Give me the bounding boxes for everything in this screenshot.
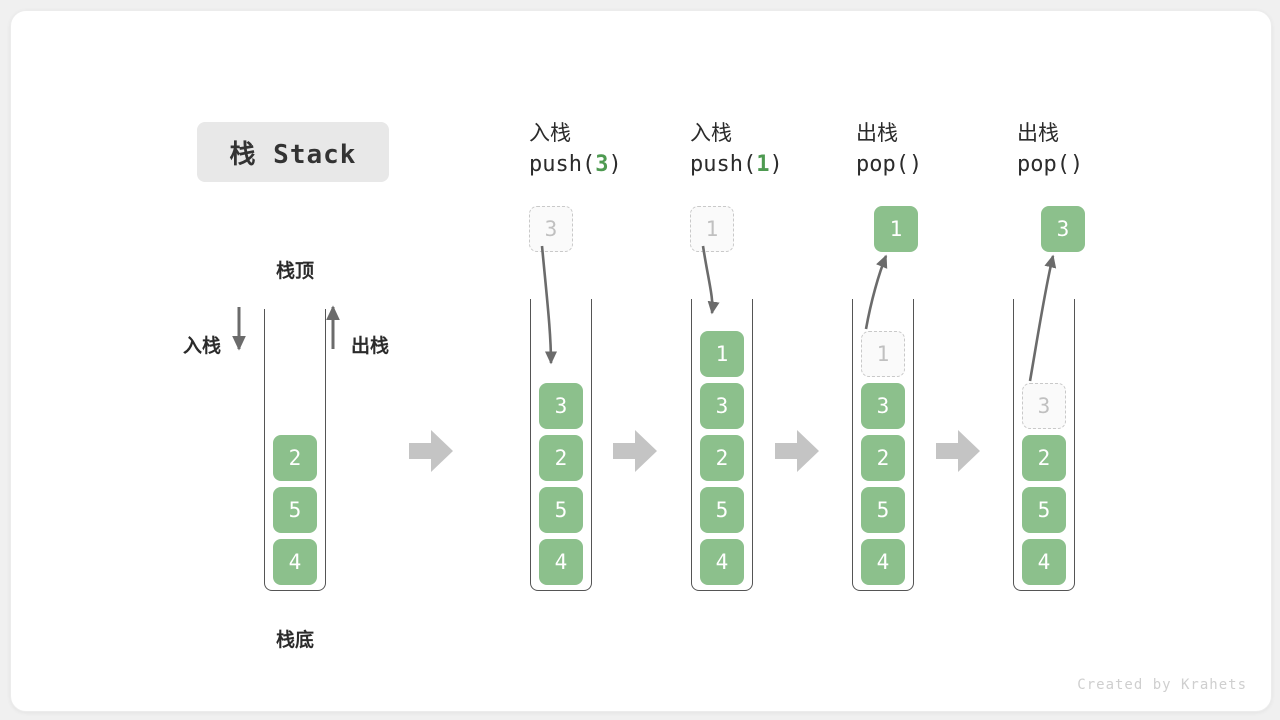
stack-cell: 2 [861, 435, 905, 481]
code-suffix: ) [769, 152, 783, 177]
stack-cell: 2 [273, 435, 317, 481]
flow-arrow [409, 430, 453, 472]
stack-cell: 3 [1022, 383, 1066, 429]
stack-cell: 4 [273, 539, 317, 585]
stack-container-pop-1 [852, 299, 914, 591]
code-suffix: ) [908, 152, 923, 177]
floating-value-push-1: 1 [690, 206, 734, 252]
column-header-pop-3: 出栈 pop() [1017, 118, 1207, 182]
stack-container-push-1 [691, 299, 753, 591]
code-arg: 1 [756, 152, 770, 177]
reference-stack-container [264, 309, 326, 591]
popped-value-1: 1 [874, 206, 918, 252]
stack-cell: 3 [861, 383, 905, 429]
column-header-cn: 入栈 [529, 121, 571, 145]
stack-cells-pop-1: 1 3 2 5 4 [861, 331, 905, 585]
footer-credit: Created by Krahets [1077, 677, 1247, 693]
popped-value-3: 3 [1041, 206, 1085, 252]
stack-cell: 4 [861, 539, 905, 585]
code-prefix: pop( [1017, 152, 1070, 177]
diagram-title-badge: 栈 Stack [197, 122, 389, 182]
column-header-push-1: 入栈 push(1) [690, 118, 880, 182]
code-prefix: push( [529, 152, 596, 177]
stack-cell: 5 [539, 487, 583, 533]
column-header-cn: 出栈 [1017, 121, 1059, 145]
stack-cell: 5 [1022, 487, 1066, 533]
stack-cell: 1 [700, 331, 744, 377]
code-prefix: push( [690, 152, 757, 177]
stack-cell: 5 [700, 487, 744, 533]
column-header-pop-1: 出栈 pop() [856, 118, 1046, 182]
column-header-code: push(3) [529, 148, 719, 182]
stack-cell: 5 [861, 487, 905, 533]
code-suffix: ) [1069, 152, 1084, 177]
arrows-overlay [232, 245, 1057, 472]
stack-cell: 3 [539, 383, 583, 429]
reference-stack-cells: 2 5 4 [273, 435, 317, 585]
page-title: 栈 Stack [229, 139, 357, 170]
stack-cell: 4 [539, 539, 583, 585]
column-header-code: push(1) [690, 148, 880, 182]
stack-cell: 2 [539, 435, 583, 481]
push-direction-label: 入栈 [183, 335, 222, 357]
column-header-cn: 出栈 [856, 121, 898, 145]
stack-top-label: 栈顶 [275, 260, 314, 282]
flow-arrow [936, 430, 980, 472]
stack-cell: 2 [700, 435, 744, 481]
stack-cell: 2 [1022, 435, 1066, 481]
stack-cell: 4 [700, 539, 744, 585]
stack-cells-push-1: 1 3 2 5 4 [700, 331, 744, 585]
stack-bottom-label: 栈底 [275, 629, 314, 651]
code-arg: 3 [595, 152, 609, 177]
column-header-push-3: 入栈 push(3) [529, 118, 719, 182]
pop-direction-label: 出栈 [351, 335, 390, 357]
stack-cell: 3 [700, 383, 744, 429]
stack-cell: 5 [273, 487, 317, 533]
column-header-code: pop() [1017, 148, 1207, 182]
column-header-code: pop() [856, 148, 1046, 182]
stack-cells-push-3: 3 2 5 4 [539, 383, 583, 585]
code-prefix: pop( [856, 152, 909, 177]
column-header-cn: 入栈 [690, 121, 732, 145]
code-suffix: ) [608, 152, 622, 177]
diagram-card: 栈 Stack 栈顶 入栈 出栈 栈底 2 5 4 入栈 push(3) 入栈 … [10, 10, 1272, 712]
flow-arrow [775, 430, 819, 472]
stack-cells-pop-3: 3 2 5 4 [1022, 383, 1066, 585]
stack-cell: 4 [1022, 539, 1066, 585]
floating-value-push-3: 3 [529, 206, 573, 252]
flow-arrow [613, 430, 657, 472]
stack-container-push-3 [530, 299, 592, 591]
stack-cell: 1 [861, 331, 905, 377]
stack-container-pop-3 [1013, 299, 1075, 591]
